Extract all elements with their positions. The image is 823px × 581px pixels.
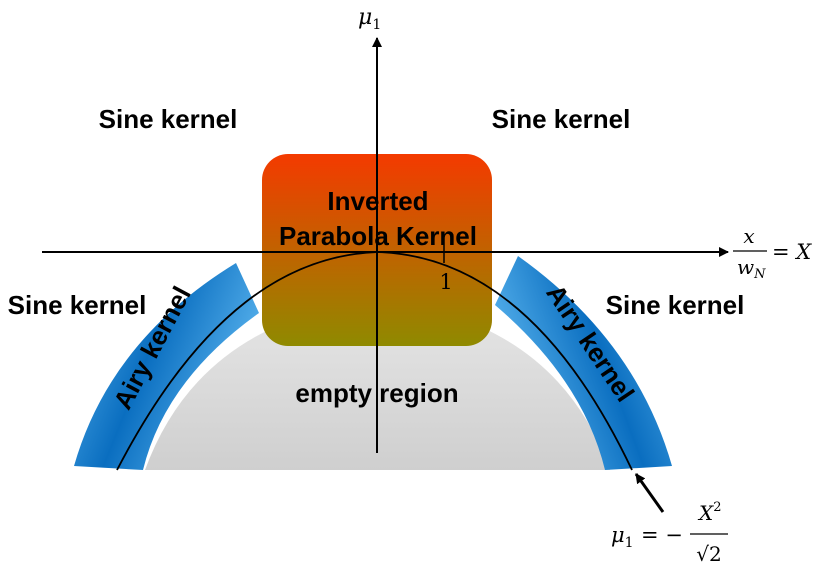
sine-kernel-top-right-label: Sine kernel	[492, 104, 631, 134]
svg-text:= X: = X	[772, 240, 812, 264]
svg-text:wN: wN	[737, 255, 766, 282]
y-axis-label: μ1	[358, 5, 381, 33]
sine-kernel-mid-right-label: Sine kernel	[606, 290, 745, 320]
airy-band-right	[495, 256, 672, 470]
inverted-parabola-label-2: Parabola Kernel	[279, 221, 477, 251]
curve-equation: μ1 = − X2 √2	[611, 500, 728, 566]
empty-region-label: empty region	[295, 378, 458, 408]
x-tick-label-1: 1	[439, 270, 452, 294]
x-axis-label: x wN = X	[733, 224, 812, 282]
svg-text:= −: = −	[641, 523, 683, 547]
svg-text:√2: √2	[696, 542, 721, 566]
svg-text:X2: X2	[697, 500, 722, 525]
sine-kernel-mid-left-label: Sine kernel	[8, 290, 147, 320]
curve-pointer-arrow	[634, 473, 665, 513]
svg-text:μ1: μ1	[611, 523, 634, 551]
sine-kernel-top-left-label: Sine kernel	[99, 104, 238, 134]
svg-text:x: x	[743, 224, 754, 248]
airy-band-left	[74, 263, 259, 470]
inverted-parabola-label-1: Inverted	[327, 186, 428, 216]
